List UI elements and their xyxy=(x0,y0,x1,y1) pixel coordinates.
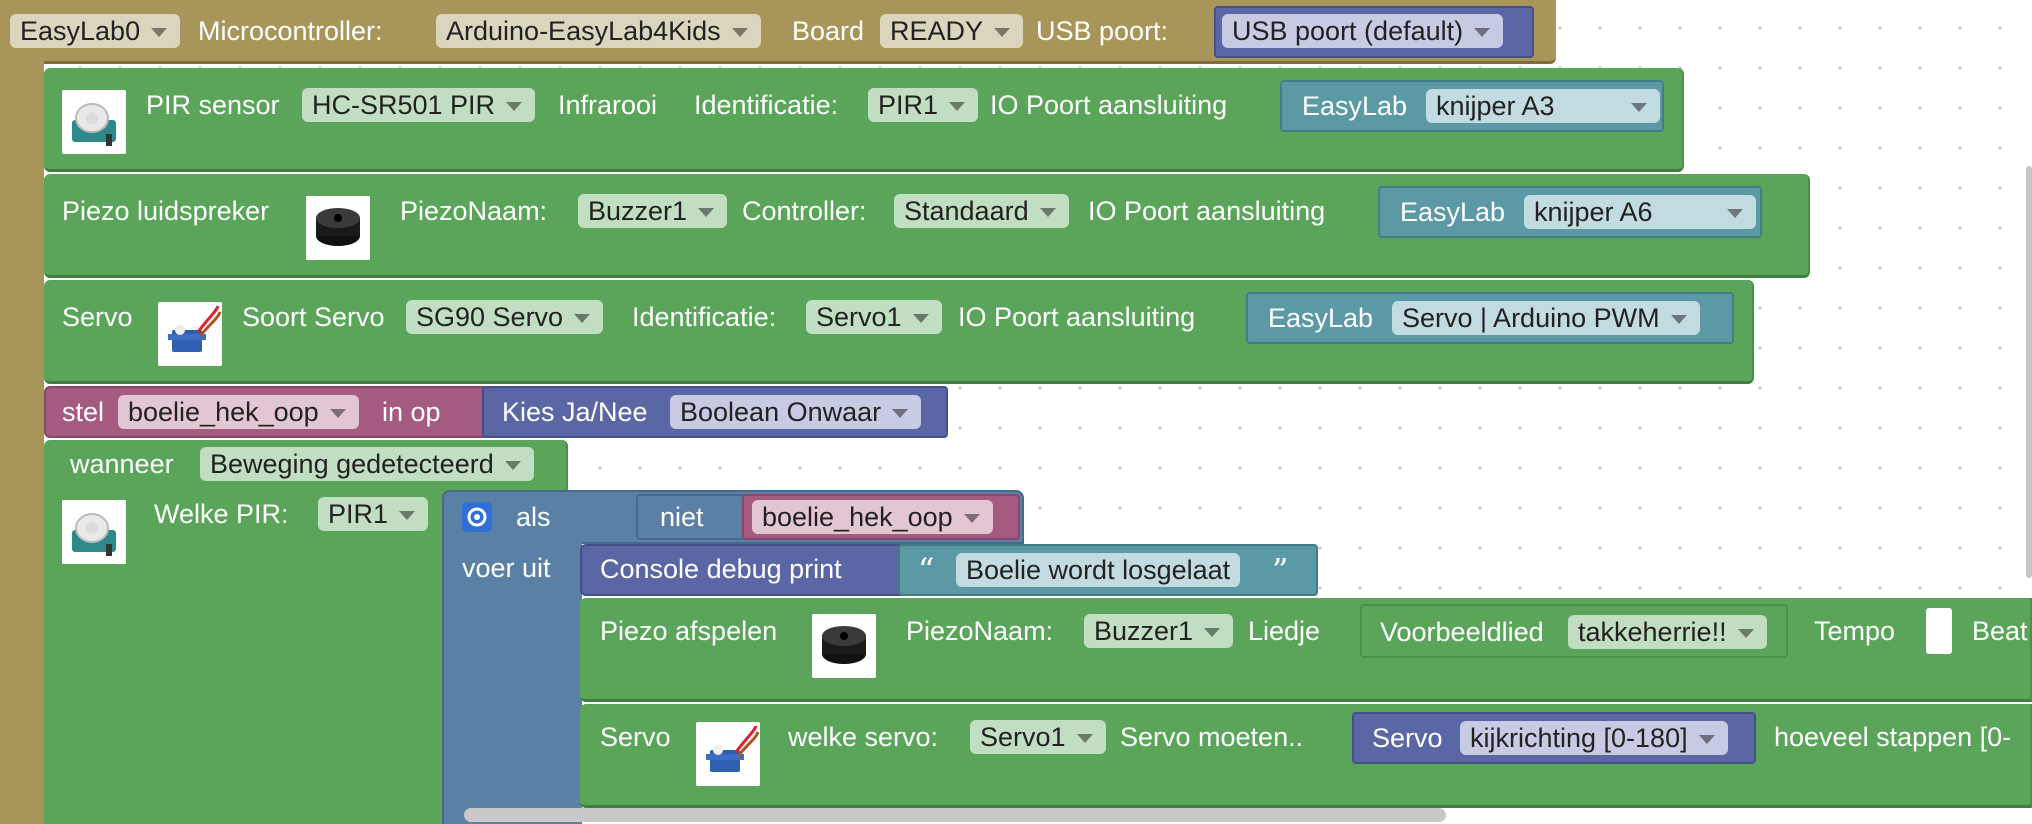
piezo-io-label: IO Poort aansluiting xyxy=(1088,196,1326,226)
steps-label: hoeveel stappen [0- xyxy=(1774,722,2012,752)
piezo-play-label: Piezo afspelen xyxy=(600,616,778,646)
servo-move-block[interactable] xyxy=(580,704,2032,808)
buzzer-icon xyxy=(812,614,876,678)
example-song-label: Voorbeeldlied xyxy=(1380,617,1544,647)
if-block-body xyxy=(442,540,582,824)
pir-id-dropdown[interactable]: PIR1 xyxy=(868,88,979,122)
example-song-dropdown[interactable]: takkeherrie!! xyxy=(1568,615,1767,649)
servo-move-label: Servo xyxy=(600,722,671,752)
infrarooi-label: Infrarooi xyxy=(558,90,658,120)
which-pir-dropdown[interactable]: PIR1 xyxy=(318,497,429,531)
controller-label: Controller: xyxy=(742,196,867,226)
servo-direction-label: Servo xyxy=(1372,723,1443,753)
pir-port-label: EasyLab xyxy=(1302,91,1408,121)
pir-port-dropdown[interactable]: knijper A3 xyxy=(1426,89,1660,123)
servo-type-label: Soort Servo xyxy=(242,302,385,332)
usb-label: USB poort: xyxy=(1036,16,1169,46)
pir-io-label: IO Poort aansluiting xyxy=(990,90,1228,120)
in-op-label: in op xyxy=(382,397,441,427)
tempo-label: Tempo xyxy=(1814,616,1896,646)
voer-uit-label: voer uit xyxy=(462,553,551,583)
which-servo-label: welke servo: xyxy=(788,722,939,752)
servo-port-dropdown[interactable]: Servo | Arduino PWM xyxy=(1392,301,1700,335)
servo-type-dropdown[interactable]: SG90 Servo xyxy=(406,300,604,334)
stel-label: stel xyxy=(62,397,105,427)
controller-dropdown[interactable]: Standaard xyxy=(894,194,1069,228)
close-quote: ” xyxy=(1272,551,1289,589)
console-print-block[interactable] xyxy=(580,544,910,596)
piezo-label: Piezo luidspreker xyxy=(62,196,270,226)
niet-label: niet xyxy=(660,502,704,532)
boolean-label: Kies Ja/Nee xyxy=(502,397,648,427)
servo-icon xyxy=(696,722,760,786)
board-dropdown[interactable]: READY xyxy=(880,14,1024,48)
console-text-field[interactable]: Boelie wordt losgelaat xyxy=(956,553,1241,587)
open-quote: “ xyxy=(918,551,935,589)
pir-id-label: Identificatie: xyxy=(694,90,839,120)
servo-direction-dropdown[interactable]: kijkrichting [0-180] xyxy=(1460,721,1728,755)
pir-type-dropdown[interactable]: HC-SR501 PIR xyxy=(302,88,536,122)
pir-sensor-icon xyxy=(62,90,126,154)
event-dropdown[interactable]: Beweging gedetecteerd xyxy=(200,447,534,481)
settings-gear-icon[interactable] xyxy=(462,502,492,532)
servo-id-dropdown[interactable]: Servo1 xyxy=(806,300,942,334)
als-label: als xyxy=(516,502,551,532)
horizontal-scrollbar[interactable] xyxy=(464,808,1446,822)
servo-port-label: EasyLab xyxy=(1268,303,1374,333)
piezo-port-dropdown[interactable]: knijper A6 xyxy=(1524,195,1756,229)
pir-sensor-label: PIR sensor xyxy=(146,90,280,120)
vertical-scrollbar[interactable] xyxy=(2026,166,2032,578)
buzzer-icon xyxy=(306,196,370,260)
boolean-dropdown[interactable]: Boolean Onwaar xyxy=(670,395,922,429)
servo-id-label: Identificatie: xyxy=(632,302,777,332)
servo-port-block[interactable] xyxy=(1246,292,1734,344)
microcontroller-dropdown[interactable]: Arduino-EasyLab4Kids xyxy=(436,14,761,48)
piezo-port-label: EasyLab xyxy=(1400,197,1506,227)
pir-sensor-icon xyxy=(62,500,126,564)
device-dropdown[interactable]: EasyLab0 xyxy=(10,14,181,48)
microcontroller-label: Microcontroller: xyxy=(198,16,383,46)
usb-dropdown[interactable]: USB poort (default) xyxy=(1222,14,1504,48)
microcontroller-block-body xyxy=(0,60,44,824)
piezo-name-dropdown[interactable]: Buzzer1 xyxy=(578,194,728,228)
servo-io-label: IO Poort aansluiting xyxy=(958,302,1196,332)
which-servo-dropdown[interactable]: Servo1 xyxy=(970,720,1106,754)
set-variable-dropdown[interactable]: boelie_hek_oop xyxy=(118,395,359,429)
piezo-name-label: PiezoNaam: xyxy=(400,196,548,226)
piezo-play-name-dropdown[interactable]: Buzzer1 xyxy=(1084,614,1234,648)
beat-label: Beat xyxy=(1972,616,2028,646)
servo-must-label: Servo moeten.. xyxy=(1120,722,1304,752)
song-label: Liedje xyxy=(1248,616,1321,646)
servo-label: Servo xyxy=(62,302,133,332)
console-print-label: Console debug print xyxy=(600,554,842,584)
not-block[interactable] xyxy=(636,494,756,540)
wanneer-label: wanneer xyxy=(70,449,174,479)
which-pir-label: Welke PIR: xyxy=(154,499,289,529)
piezo-play-name-label: PiezoNaam: xyxy=(906,616,1054,646)
board-label: Board xyxy=(792,16,865,46)
if-variable-dropdown[interactable]: boelie_hek_oop xyxy=(752,500,993,534)
tempo-input-slot[interactable] xyxy=(1926,608,1952,654)
servo-icon xyxy=(158,302,222,366)
